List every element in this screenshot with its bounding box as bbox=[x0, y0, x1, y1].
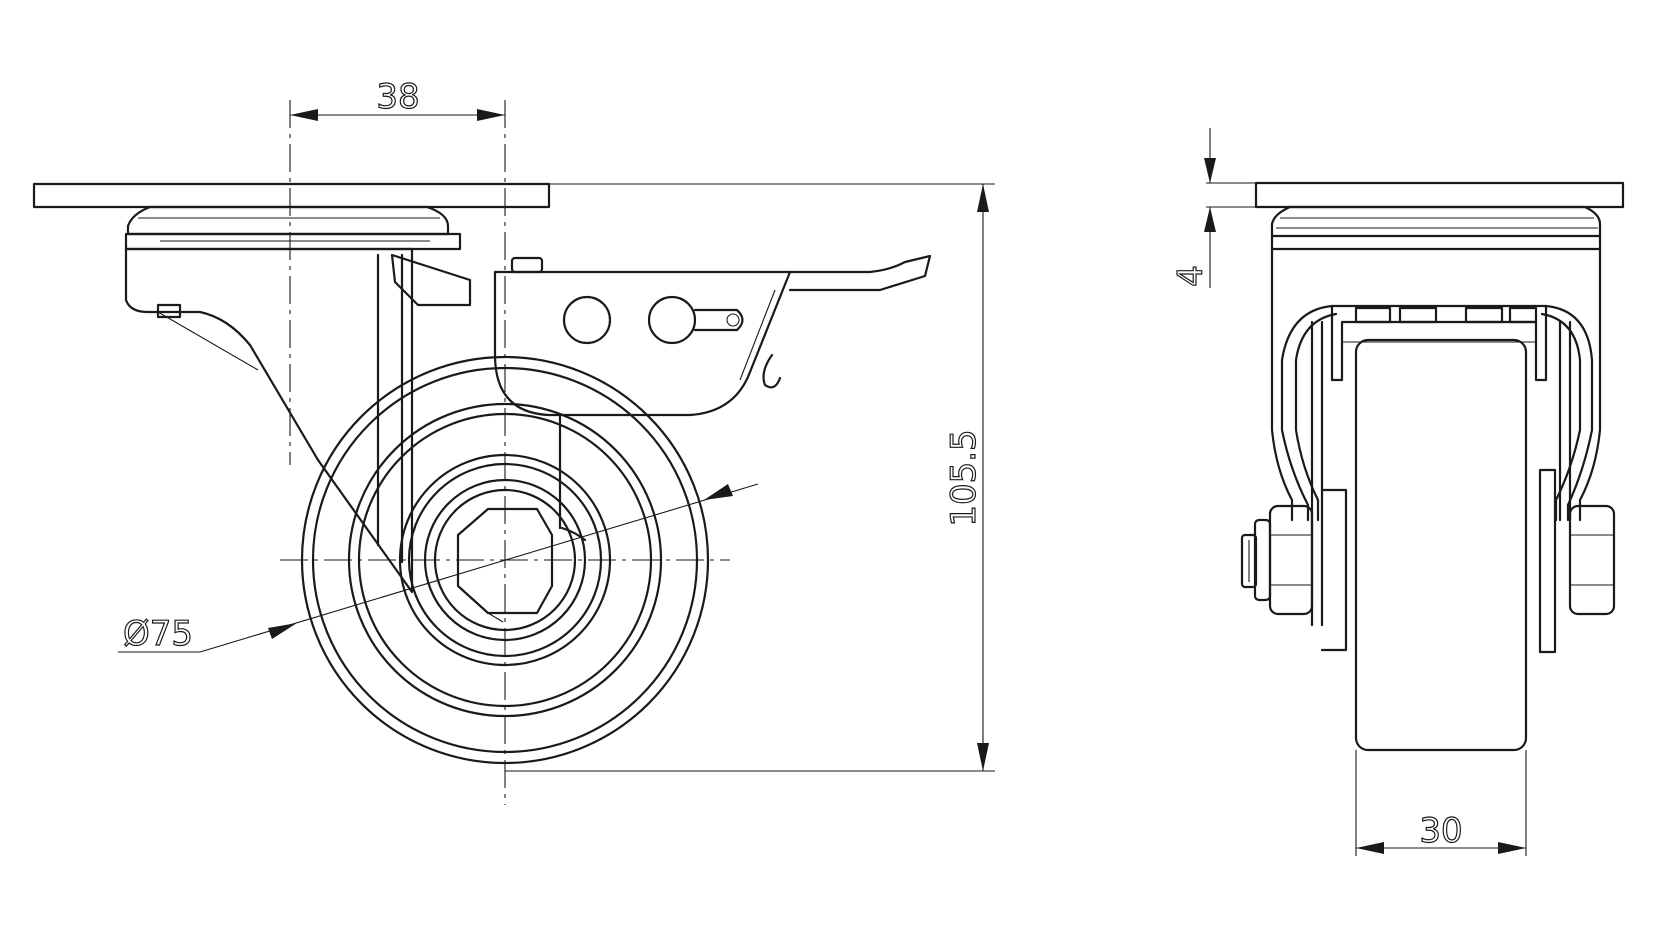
front-fork-leg-right bbox=[1544, 304, 1594, 522]
front-bearing-race bbox=[1270, 205, 1602, 238]
dim-plate-thickness: 4 bbox=[1170, 128, 1256, 288]
front-axle-nut-left bbox=[1240, 504, 1314, 616]
front-spacer-left bbox=[1320, 488, 1348, 652]
front-fork-legs-lower bbox=[1310, 320, 1572, 627]
side-centerlines bbox=[280, 100, 730, 805]
front-fork-outer bbox=[1270, 234, 1602, 522]
side-brake-rivet-left bbox=[562, 295, 612, 345]
side-brake-pedal-edge bbox=[739, 289, 776, 381]
side-ball-bearings bbox=[124, 232, 462, 251]
side-brake-pedal bbox=[788, 254, 932, 292]
front-fork-leg-left bbox=[1280, 304, 1334, 522]
front-fork-bracket bbox=[1330, 304, 1548, 382]
side-fork-inner-edge bbox=[157, 311, 259, 371]
side-brake-slot bbox=[693, 308, 744, 332]
side-brake-hinge bbox=[390, 253, 472, 307]
side-kingpin-column bbox=[376, 253, 404, 564]
side-brake-slot-pin bbox=[726, 313, 740, 327]
front-axle-nut-right bbox=[1568, 504, 1616, 616]
side-brake-button bbox=[510, 256, 544, 274]
front-wheel bbox=[1354, 338, 1528, 752]
dim-wheel-diameter-label: Ø75 bbox=[123, 614, 193, 654]
front-fork-leg-right-inner bbox=[1540, 312, 1582, 522]
side-axle-hex-flat bbox=[487, 612, 504, 623]
dim-wheel-diameter: Ø75 bbox=[118, 483, 759, 655]
side-axle-hex-nut bbox=[456, 507, 554, 615]
side-top-plate bbox=[32, 182, 551, 209]
side-brake-housing bbox=[493, 270, 792, 417]
side-brake-spring bbox=[762, 353, 782, 389]
side-view bbox=[32, 182, 932, 765]
dim-plate-thickness-label: 4 bbox=[1171, 265, 1211, 287]
front-bracket-details bbox=[1342, 306, 1538, 343]
dim-overall-height-label: 105.5 bbox=[944, 429, 984, 526]
dim-overall-height: 105.5 bbox=[505, 183, 995, 772]
dim-swivel-offset: 38 bbox=[290, 76, 505, 121]
dim-wheel-width: 30 bbox=[1355, 750, 1527, 856]
front-spacer-right bbox=[1538, 468, 1557, 654]
dim-swivel-offset-label: 38 bbox=[376, 77, 419, 117]
side-bearing-race bbox=[126, 205, 450, 236]
side-fork-rivet bbox=[156, 303, 182, 319]
dim-wheel-width-label: 30 bbox=[1419, 811, 1462, 851]
side-fork-body bbox=[124, 247, 414, 594]
front-top-plate bbox=[1254, 181, 1625, 209]
side-brake-rivet-right bbox=[647, 295, 697, 345]
front-view bbox=[1240, 181, 1625, 752]
